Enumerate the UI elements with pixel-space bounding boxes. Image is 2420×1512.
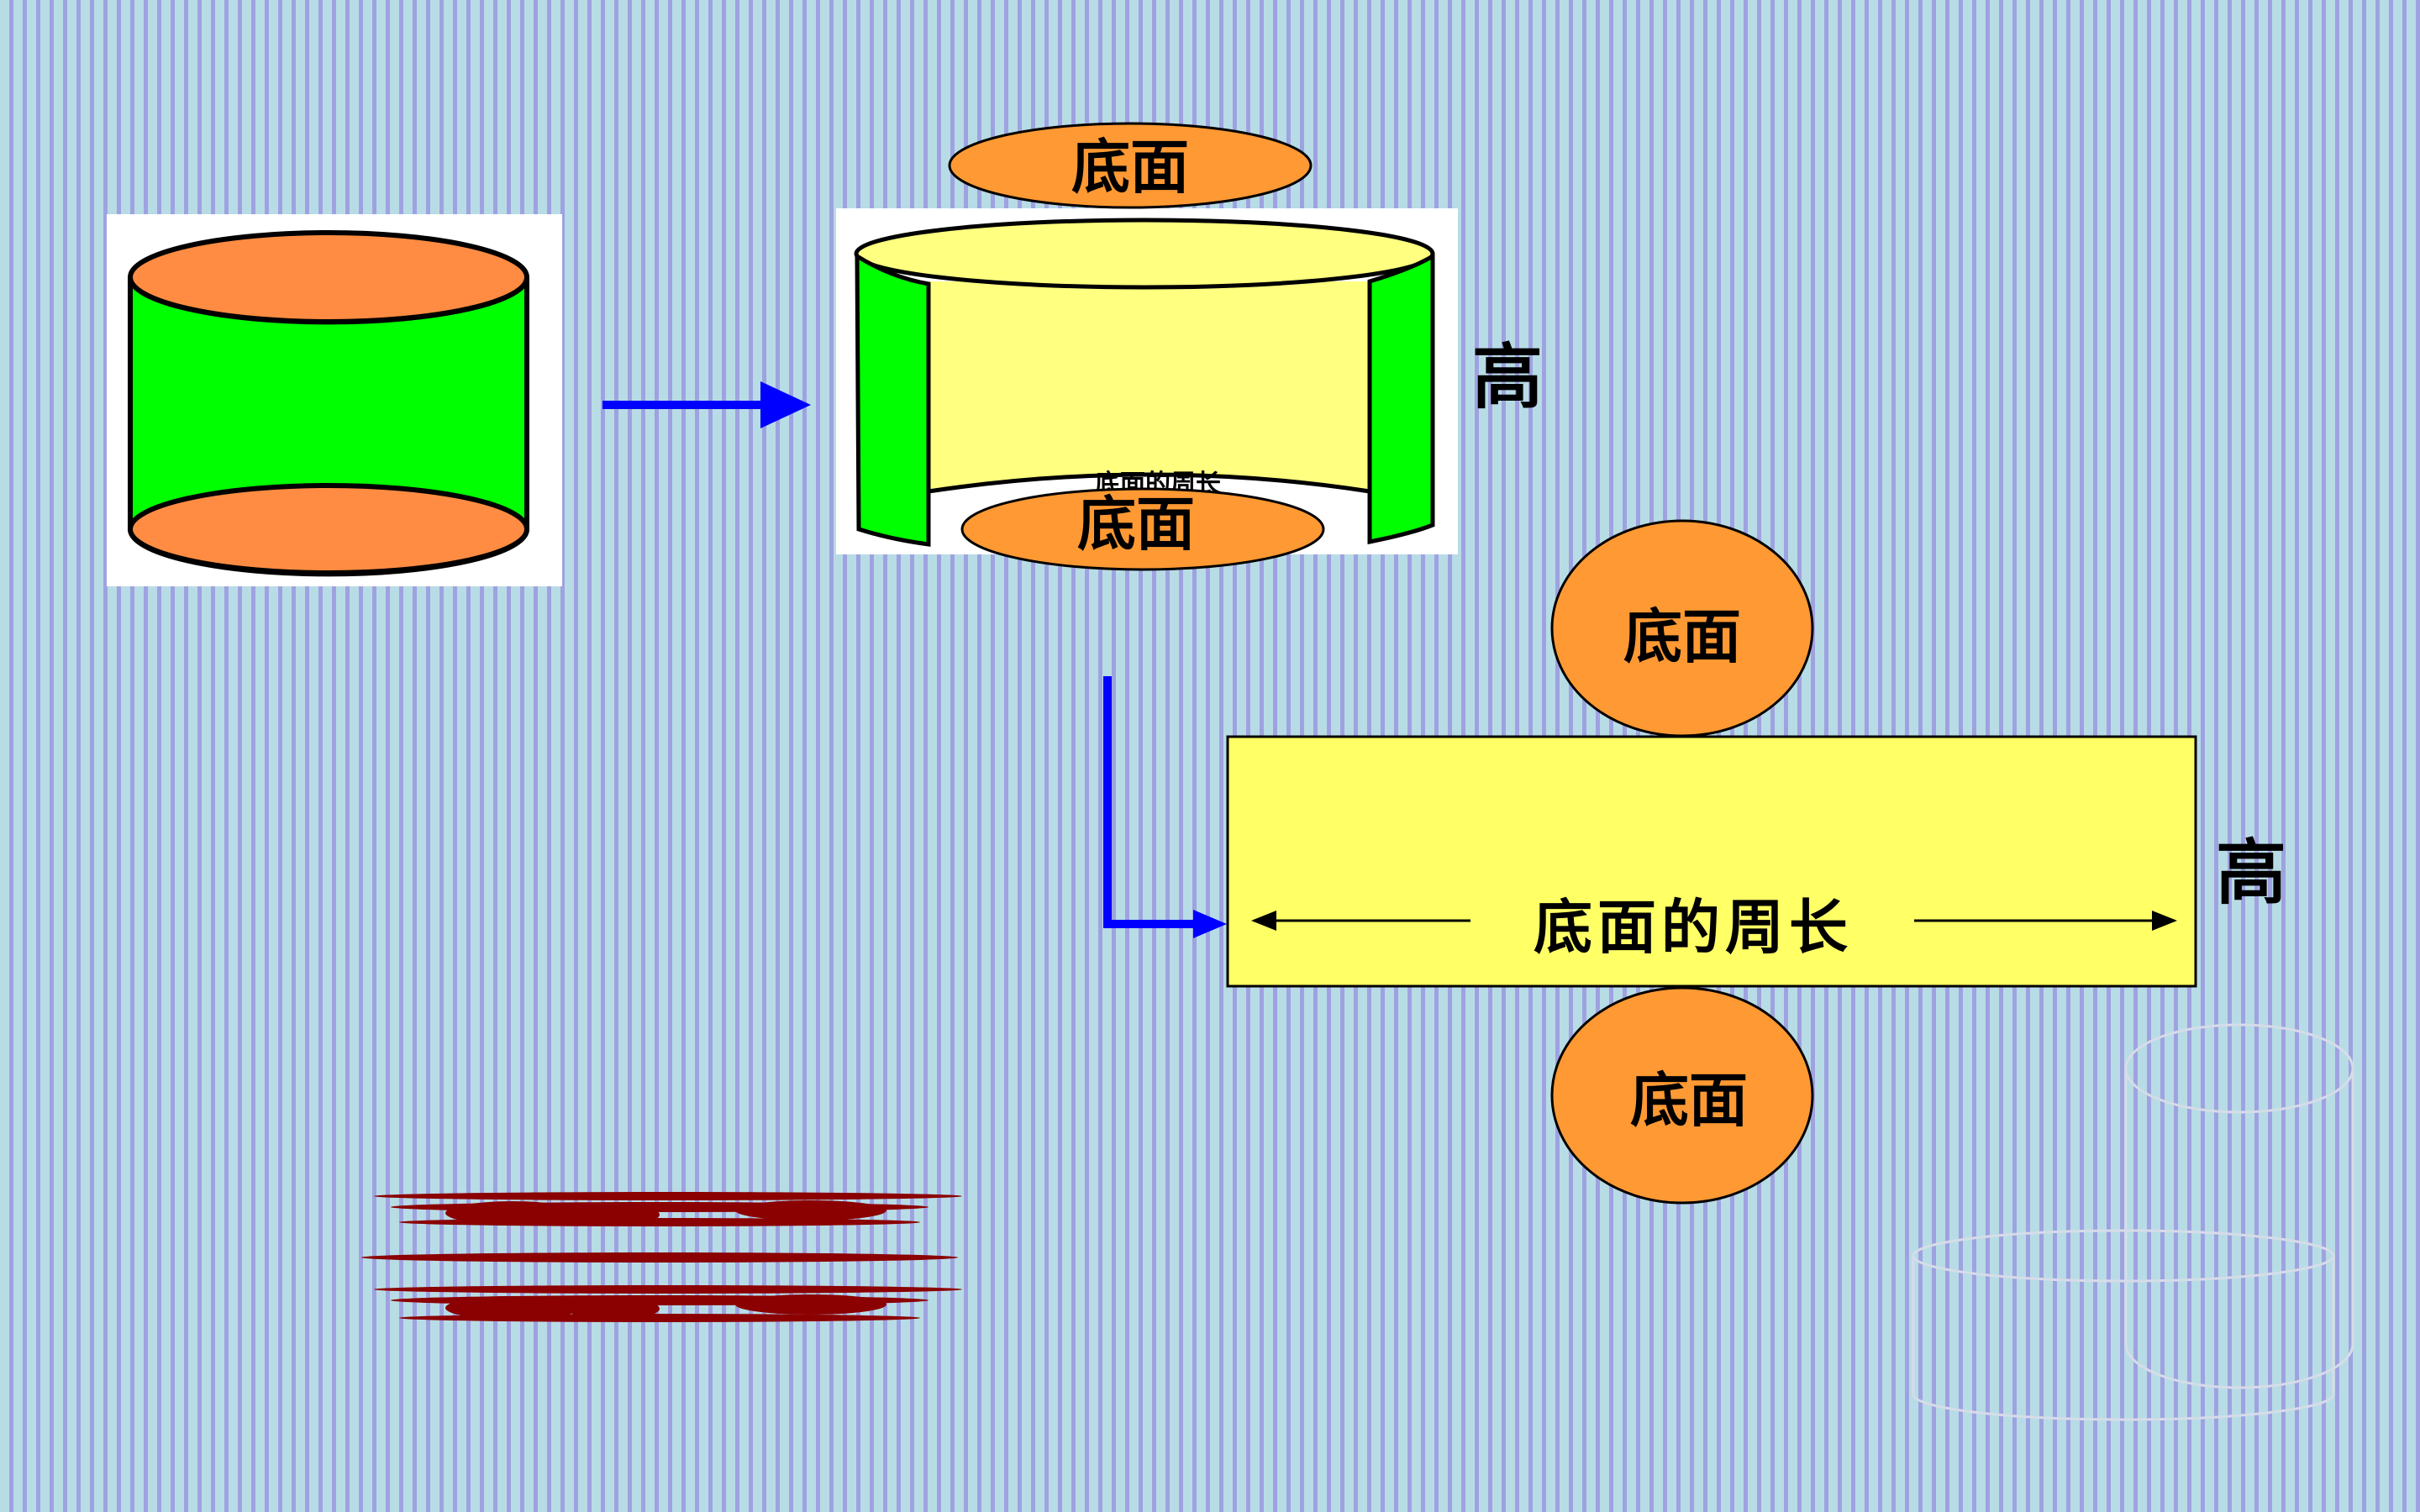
height-rect-label: 高 — [2216, 832, 2286, 914]
base-circle-top-label: 底面 — [1623, 602, 1741, 671]
base-circle-bottom: 底面 — [1550, 986, 1814, 1205]
base-circle-bottom-label: 底面 — [1630, 1066, 1748, 1135]
lateral-surface-rectangle: 底面的周长 — [1226, 735, 2197, 988]
base-circle-top: 底面 — [1550, 519, 1814, 738]
base-ellipse-top: 底面 — [948, 122, 1313, 209]
solid-cylinder-figure — [107, 214, 562, 586]
unfold-arrow-right — [602, 381, 811, 428]
unfold-arrow-down-right — [1103, 676, 1227, 938]
height-small-label: 高 — [1472, 336, 1543, 418]
faint-cylinder-outlines — [1912, 1023, 2354, 1421]
opened-cylinder-figure — [836, 208, 1458, 554]
base-ellipse-bottom: 底面 — [960, 487, 1325, 571]
decorative-red-strokes — [361, 1192, 962, 1322]
circumference-rect-label: 底面的周长 — [1534, 893, 1853, 962]
base-bottom-small-label: 底面 — [1077, 490, 1195, 559]
base-top-label: 底面 — [1071, 133, 1189, 202]
